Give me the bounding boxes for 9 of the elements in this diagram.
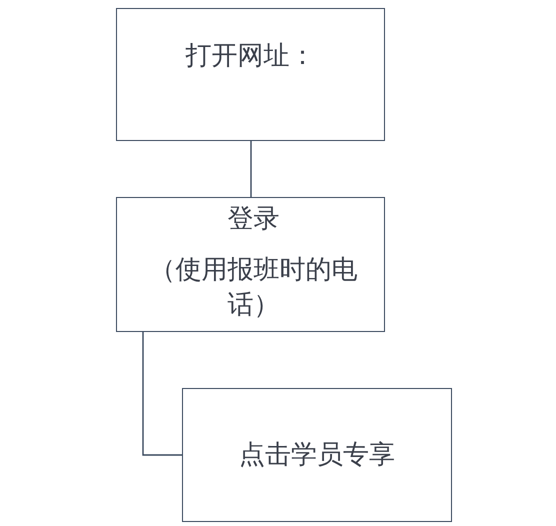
step-text: 点击学员专享	[239, 438, 395, 472]
process-box	[182, 388, 452, 522]
connector-line	[142, 332, 182, 456]
heading-text: 登录	[228, 203, 280, 236]
note-text: （使用报班时的电话）	[148, 254, 358, 322]
process-box	[116, 197, 385, 332]
step-text: 打开网址：	[186, 40, 316, 73]
process-box	[116, 8, 385, 141]
connector-line	[250, 141, 252, 197]
